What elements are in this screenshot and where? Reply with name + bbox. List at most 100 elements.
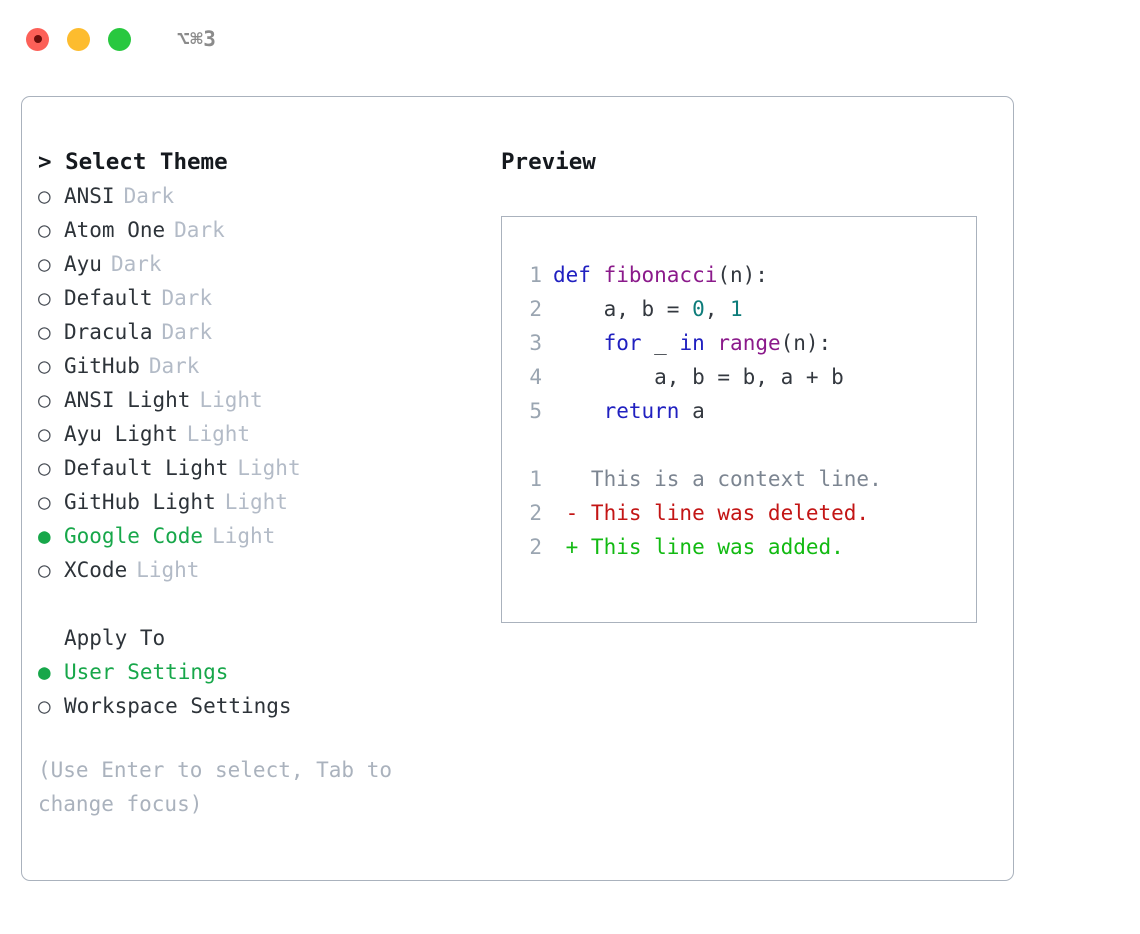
theme-variant-badge: Dark (110, 252, 162, 276)
keyboard-shortcut-label: ⌥⌘3 (177, 27, 217, 51)
diff-line: 2 - This line was deleted. (502, 496, 976, 530)
radio-unselected-icon: ○ (38, 320, 51, 344)
diff-sample: 1 This is a context line.2 - This line w… (502, 462, 976, 564)
radio-unselected-icon: ○ (38, 694, 51, 718)
theme-name-label: Ayu (64, 252, 102, 276)
title-bar: ⌥⌘3 (0, 0, 1140, 78)
code-line: 2 a, b = 0, 1 (502, 292, 976, 326)
code-line: 4 a, b = b, a + b (502, 360, 976, 394)
code-token-kw: return (603, 399, 680, 423)
radio-unselected-icon: ○ (38, 558, 51, 582)
theme-name-label: GitHub (64, 354, 140, 378)
code-token-plain (553, 331, 604, 355)
code-diff-gap (502, 428, 976, 462)
apply-to-label: User Settings (64, 660, 229, 684)
radio-unselected-icon: ○ (38, 354, 51, 378)
radio-selected-icon: ● (38, 660, 51, 684)
code-line: 5 return a (502, 394, 976, 428)
line-number: 2 (529, 297, 542, 321)
code-token-kw: def (553, 263, 604, 287)
theme-variant-badge: Light (224, 490, 288, 514)
diff-line-text-del: - This line was deleted. (553, 501, 870, 525)
code-token-fn: range (717, 331, 781, 355)
radio-unselected-icon: ○ (38, 422, 51, 446)
theme-name-label: Default (64, 286, 153, 310)
code-line: 3 for _ in range(n): (502, 326, 976, 360)
code-token-plain: a, b = (553, 297, 693, 321)
radio-selected-icon: ● (38, 524, 51, 548)
select-theme-header: > Select Theme (38, 149, 228, 175)
code-token-plain: , (704, 297, 731, 321)
keyboard-hint-text: (Use Enter to select, Tab to change focu… (38, 758, 405, 816)
apply-to-header-label: Apply To (64, 626, 166, 650)
theme-variant-badge: Light (237, 456, 301, 480)
theme-list-item[interactable]: ○ Ayu Dark (38, 247, 498, 281)
code-line-text: return a (553, 394, 705, 428)
theme-name-label: Default Light (64, 456, 229, 480)
close-button-icon[interactable] (26, 27, 49, 51)
code-line-text: for _ in range(n): (553, 326, 832, 360)
apply-to-label: Workspace Settings (64, 694, 292, 718)
line-number: 3 (529, 331, 542, 355)
minimize-button-icon[interactable] (67, 27, 90, 51)
theme-variant-badge: Dark (161, 286, 213, 310)
code-token-plain (553, 399, 604, 423)
apply-to-item[interactable]: ○ Workspace Settings (38, 689, 498, 723)
theme-name-label: ANSI (64, 184, 115, 208)
theme-name-label: Ayu Light (64, 422, 178, 446)
preview-title: Preview (501, 149, 596, 175)
theme-name-label: XCode (64, 558, 128, 582)
window-controls (26, 27, 131, 51)
code-token-kw: for (603, 331, 642, 355)
diff-line-text-ctx: This is a context line. (553, 467, 882, 491)
line-number: 4 (529, 365, 542, 389)
line-number: 1 (529, 263, 542, 287)
apply-to-header-bullet-placeholder: ○ (38, 621, 64, 655)
theme-list-item[interactable]: ○ Ayu Light Light (38, 417, 498, 451)
theme-variant-badge: Dark (123, 184, 175, 208)
code-token-fn: fibonacci (603, 263, 718, 287)
code-line-text: a, b = b, a + b (553, 360, 844, 394)
theme-list-item[interactable]: ○ XCode Light (38, 553, 498, 587)
line-number: 2 (529, 501, 542, 525)
list-spacer (38, 587, 498, 621)
theme-list-item[interactable]: ○ Default Dark (38, 281, 498, 315)
theme-name-label: GitHub Light (64, 490, 216, 514)
diff-line: 1 This is a context line. (502, 462, 976, 496)
theme-variant-badge: Light (136, 558, 200, 582)
code-token-num: 0 (692, 297, 705, 321)
radio-unselected-icon: ○ (38, 252, 51, 276)
code-token-plain: (n): (780, 331, 832, 355)
line-number: 1 (529, 467, 542, 491)
recording-dot-icon (33, 35, 42, 43)
theme-variant-badge: Light (212, 524, 276, 548)
theme-name-label: ANSI Light (64, 388, 191, 412)
radio-unselected-icon: ○ (38, 286, 51, 310)
apply-to-item[interactable]: ● User Settings (38, 655, 498, 689)
code-token-plain: _ (641, 331, 680, 355)
code-token-plain (705, 331, 718, 355)
code-token-plain: a (679, 399, 705, 423)
theme-name-label: Atom One (64, 218, 166, 242)
theme-variant-badge: Dark (174, 218, 225, 242)
maximize-button-icon[interactable] (108, 27, 131, 51)
apply-to-header: ○ Apply To (38, 621, 498, 655)
theme-variant-badge: Light (199, 388, 263, 412)
code-token-kw: in (679, 331, 705, 355)
theme-variant-badge: Light (186, 422, 251, 446)
code-token-plain: a, b = b, a + b (553, 365, 844, 389)
